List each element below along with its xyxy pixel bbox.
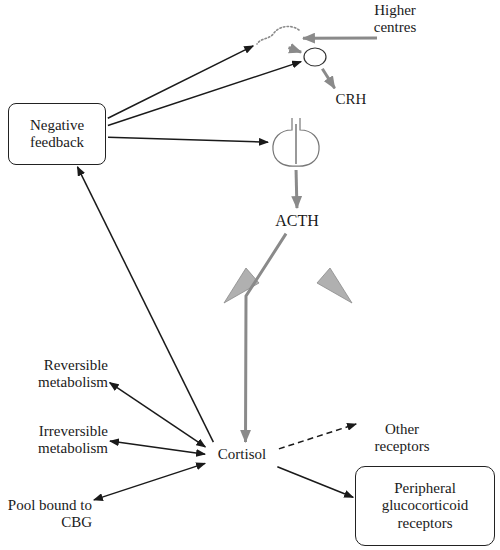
arrow (277, 467, 353, 498)
arrow (288, 48, 301, 52)
nucleus-outline (304, 48, 326, 66)
node-label: Negative feedback (15, 117, 99, 152)
node-label: CRH (336, 91, 367, 108)
pituitary-outline (273, 118, 319, 166)
arrow (108, 46, 253, 118)
connector-group (77, 38, 377, 500)
node-label: Pool bound to CBG (2, 497, 92, 532)
pool-label: Pool bound to CBG (2, 494, 92, 534)
dashed-arrow (279, 424, 356, 449)
metabolism-label: Irreversible metabolism (2, 420, 108, 460)
feedback-box: Negative feedback (8, 103, 106, 165)
metabolism-label: Reversible metabolism (2, 354, 108, 394)
node-outline (303, 47, 327, 67)
node-label: ACTH (275, 212, 319, 230)
hormone-label: Cortisol (207, 444, 277, 466)
arrow (246, 234, 287, 442)
node-label: Peripheral glucocorticoid receptors (362, 480, 488, 532)
pituitary-gland (270, 118, 322, 168)
node-label: Higher centres (355, 2, 435, 37)
hypothalamus-nucleus (303, 47, 327, 67)
diffusion-wedge (317, 268, 352, 303)
node-label: Irreversible metabolism (2, 423, 108, 458)
arrow (94, 463, 205, 500)
receptor-box: Peripheral glucocorticoid receptors (355, 466, 495, 546)
hormone-label: CRH (328, 90, 374, 110)
receptor-label: Other receptors (358, 418, 446, 458)
node-outline (270, 118, 322, 168)
arrow (303, 37, 377, 40)
arrow (77, 167, 213, 442)
node-label: Other receptors (358, 421, 446, 456)
arrow (295, 170, 299, 208)
arrow (108, 62, 301, 126)
diffusion-wedge (224, 268, 259, 303)
node-label: Cortisol (218, 446, 266, 463)
arrow (322, 69, 334, 89)
arrow (110, 441, 205, 454)
node-outline (255, 25, 301, 47)
arrow (108, 137, 268, 142)
pituitary-divide (295, 124, 296, 164)
cortex-outline-path (257, 26, 299, 44)
hormone-label: ACTH (264, 210, 330, 232)
node-label: Reversible metabolism (2, 357, 108, 392)
arrow (110, 383, 206, 447)
region-label: Higher centres (355, 0, 435, 38)
cortex-outline (255, 25, 301, 47)
